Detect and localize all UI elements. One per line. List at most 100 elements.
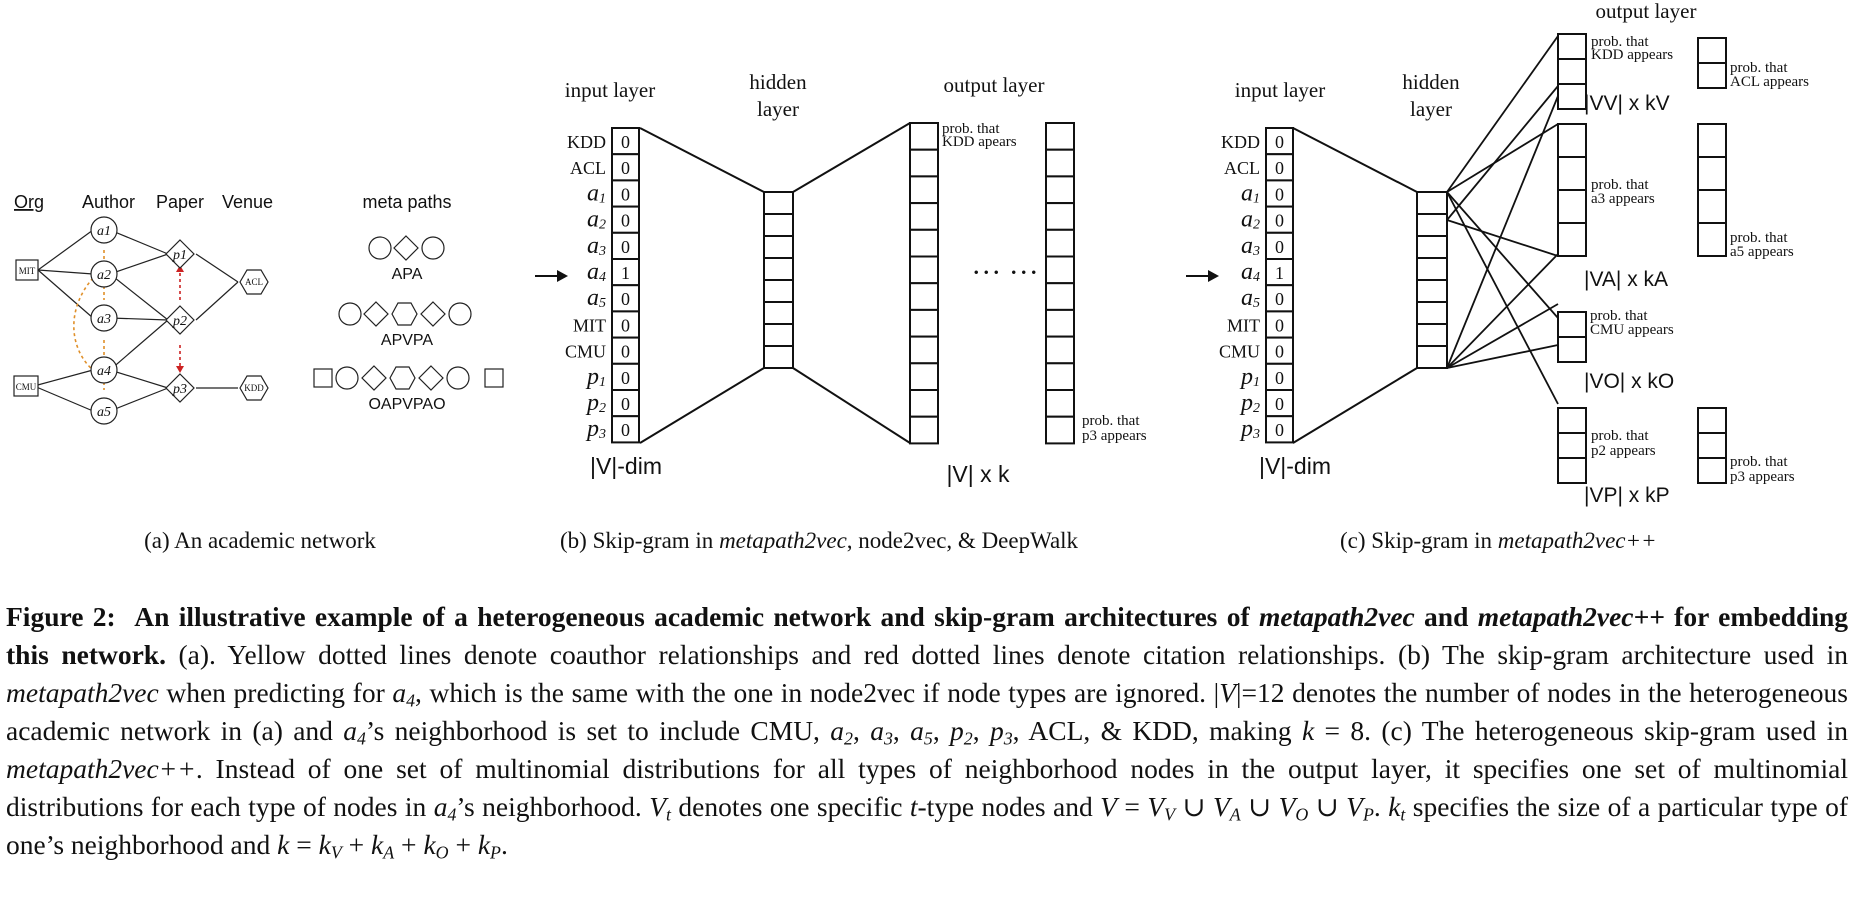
input-cell-value: 0 (621, 158, 630, 178)
output-cell (909, 148, 939, 178)
group-label-org: |VO| x kO (1584, 370, 1674, 393)
output-cell-org (1557, 311, 1587, 338)
hidden-cell (1416, 257, 1448, 281)
author-nodes (90, 216, 118, 425)
input-layer-title: input layer (1235, 78, 1325, 102)
input-cell-value: 0 (621, 420, 630, 440)
subcaption-c-prefix: (c) Skip-gram in (1340, 528, 1498, 553)
output-cell-paper (1697, 407, 1727, 434)
output-cell (1045, 148, 1075, 178)
author-label: a5 (97, 405, 111, 420)
input-node-label: p2 (1239, 390, 1260, 416)
prob-label-top-2: KDD apears (942, 134, 1017, 150)
prob-vv-left-1: prob. that (1591, 34, 1649, 50)
meta-path-apa-shapes (368, 235, 445, 261)
caption-text: ’s neighborhood. (456, 791, 650, 822)
output-cell (1045, 415, 1075, 445)
input-node-label: ACL (570, 158, 606, 178)
venue-label-kdd: KDD (244, 383, 264, 393)
output-cell-author (1557, 123, 1587, 158)
input-arrow (535, 270, 568, 282)
ellipsis: ··· ··· (971, 256, 1038, 289)
input-node-label: a3 (1241, 233, 1260, 259)
input-node-label: MIT (1227, 315, 1260, 335)
input-cell (611, 258, 640, 287)
input-cell-value: 0 (1275, 132, 1284, 152)
hidden-cell (1416, 301, 1448, 325)
caption-text: denotes one specific (670, 791, 910, 822)
input-cell-value: 0 (1275, 368, 1284, 388)
input-node-label: CMU (1219, 342, 1260, 362)
output-cell-paper (1557, 457, 1587, 484)
input-node-label: a4 (1241, 259, 1260, 285)
output-cell (909, 175, 939, 205)
panel-c-heterogeneous-skipgram: input layer hidden layer output layer 00… (1186, 0, 1809, 553)
output-cell-org (1557, 336, 1587, 363)
output-layer-title: output layer (1596, 0, 1697, 23)
prob-vp-right-1: prob. that (1730, 454, 1788, 470)
input-cell-value: 0 (621, 315, 630, 335)
input-cell (1265, 205, 1294, 234)
prob-vo-left-1: prob. that (1590, 308, 1648, 324)
input-node-label: a2 (587, 207, 606, 233)
output-cell (1045, 255, 1075, 285)
paper-nodes (165, 239, 195, 403)
meta-path-apa: APA (392, 266, 423, 283)
output-connections (1446, 35, 1559, 405)
prob-va-left-2: a3 appears (1591, 191, 1655, 207)
output-cell (909, 389, 939, 418)
hidden-cell (1416, 345, 1448, 369)
header-venue: Venue (222, 192, 273, 212)
input-cell (1265, 415, 1294, 444)
subcaption-b-em: metapath2vec (719, 528, 847, 553)
prob-vp-left-1: prob. that (1591, 428, 1649, 444)
panel-b-skipgram: input layer hidden layer output layer 00… (535, 70, 1147, 553)
output-cell-venue (1557, 33, 1587, 60)
output-cell-author (1557, 189, 1587, 224)
output-cell-venue (1697, 37, 1727, 64)
caption-bold-em-2: metapath2vec++ (1477, 601, 1665, 632)
group-label-author: |VA| x kA (1584, 268, 1668, 291)
panel-a-academic-network: Org Author Paper Venue (13, 192, 504, 553)
input-cell-value: 0 (1275, 315, 1284, 335)
input-node-label: ACL (1224, 158, 1260, 178)
hidden-layer-title-1: hidden (749, 70, 807, 94)
caption-text: specifies the size of a particular type … (6, 791, 1849, 860)
caption-var-v: V (1219, 677, 1236, 708)
input-cell (1265, 389, 1294, 418)
paper-label: p2 (172, 314, 187, 329)
caption-bold-2: and (1414, 601, 1478, 632)
input-cell (611, 284, 640, 313)
prob-vv-left-2: KDD appears (1591, 47, 1673, 63)
prob-vp-right-2: p3 appears (1730, 469, 1795, 485)
group-label-venue: |VV| x kV (1584, 92, 1670, 115)
output-cell-venue (1557, 83, 1587, 110)
caption-text: , which is the same with the one in node… (415, 677, 1220, 708)
hidden-cell (763, 257, 794, 281)
output-cell-author (1697, 222, 1727, 257)
header-paper: Paper (156, 192, 204, 212)
input-node-label: a5 (587, 285, 606, 311)
caption-text: (a). Yellow dotted lines denote coauthor… (165, 639, 1849, 670)
input-node-label: p2 (585, 390, 606, 416)
input-cell-value: 1 (621, 263, 630, 283)
input-cell-value: 0 (621, 342, 630, 362)
output-cell (1045, 175, 1075, 205)
output-cell-paper (1697, 432, 1727, 459)
input-node-label: p3 (1239, 416, 1260, 442)
output-cell-paper (1557, 432, 1587, 459)
input-node-label: p1 (1239, 364, 1260, 390)
input-cell-value: 0 (1275, 420, 1284, 440)
input-node-label: MIT (573, 315, 606, 335)
hidden-cell (763, 323, 794, 347)
group-label-paper: |VP| x kP (1584, 484, 1670, 507)
meta-path-apvpa-shapes (338, 301, 472, 327)
input-cell-value: 0 (1275, 211, 1284, 231)
input-cell (611, 205, 640, 234)
output-cell (909, 122, 939, 151)
paper-label: p1 (172, 248, 187, 263)
author-label: a2 (97, 268, 111, 283)
figure-caption: Figure 2: An illustrative example of a h… (6, 601, 1849, 863)
